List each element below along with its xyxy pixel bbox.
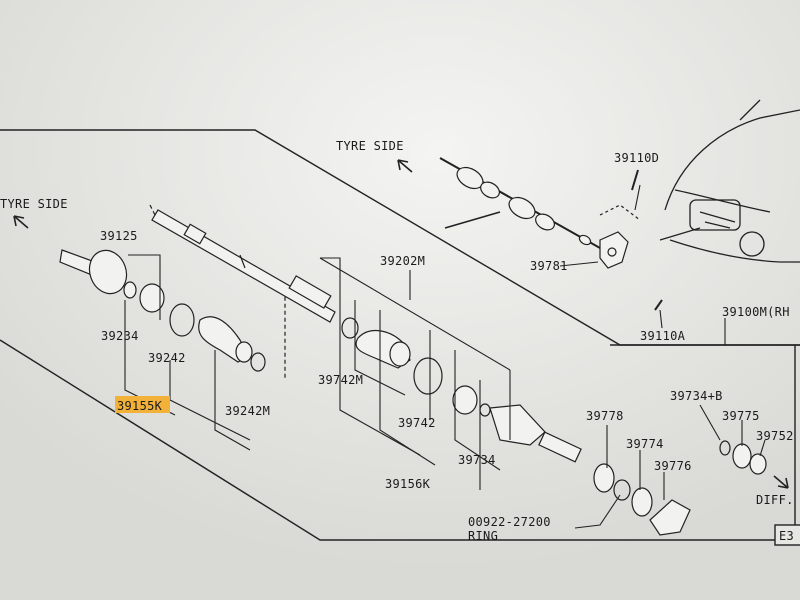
label-tyre-side-left: TYRE SIDE <box>0 197 68 211</box>
label-39776: 39776 <box>654 459 692 473</box>
highlight-39155K <box>115 396 170 413</box>
label-00922-27200: 00922-27200 <box>468 515 551 529</box>
hub-knuckle <box>599 169 663 311</box>
label-39242M: 39242M <box>225 404 270 418</box>
label-39242: 39242 <box>148 351 186 365</box>
label-39110A: 39110A <box>640 329 686 343</box>
label-39752: 39752 <box>756 429 794 443</box>
label-39155K: 39155K <box>117 399 163 413</box>
label-39202M: 39202M <box>380 254 425 268</box>
shaft-assembly-left <box>149 204 336 380</box>
label-tyre-side-top: TYRE SIDE <box>336 139 404 153</box>
label-39110D: 39110D <box>614 151 659 165</box>
label-39125: 39125 <box>100 229 138 243</box>
label-39781: 39781 <box>530 259 568 273</box>
label-39234: 39234 <box>101 329 139 343</box>
shaft-assembly-top <box>439 157 601 249</box>
leader-lines <box>124 184 766 529</box>
label-39778: 39778 <box>586 409 624 423</box>
label-39774: 39774 <box>626 437 664 451</box>
part-labels: TYRE SIDE TYRE SIDE 39110D 39125 39202M … <box>0 139 794 543</box>
diagram-frame <box>0 129 800 546</box>
label-39742M: 39742M <box>318 373 363 387</box>
label-39734-B: 39734+B <box>670 389 723 403</box>
outer-cv-joint <box>59 249 266 372</box>
label-39100M: 39100M(RH <box>722 305 790 319</box>
label-39156K: 39156K <box>385 477 431 491</box>
tyre-side-arrow-left-icon <box>13 215 29 229</box>
label-39775: 39775 <box>722 409 760 423</box>
tyre-side-arrow-top-icon <box>397 159 413 173</box>
seal-rings <box>593 440 767 536</box>
label-ring: RING <box>468 529 498 543</box>
label-39734: 39734 <box>458 453 496 467</box>
inner-cv-joint <box>341 317 582 463</box>
label-e3: E3 <box>779 529 794 543</box>
label-diff: DIFF. <box>756 493 794 507</box>
label-39742: 39742 <box>398 416 436 430</box>
vehicle-front-illustration <box>659 99 800 263</box>
diff-arrow-icon <box>773 475 789 489</box>
